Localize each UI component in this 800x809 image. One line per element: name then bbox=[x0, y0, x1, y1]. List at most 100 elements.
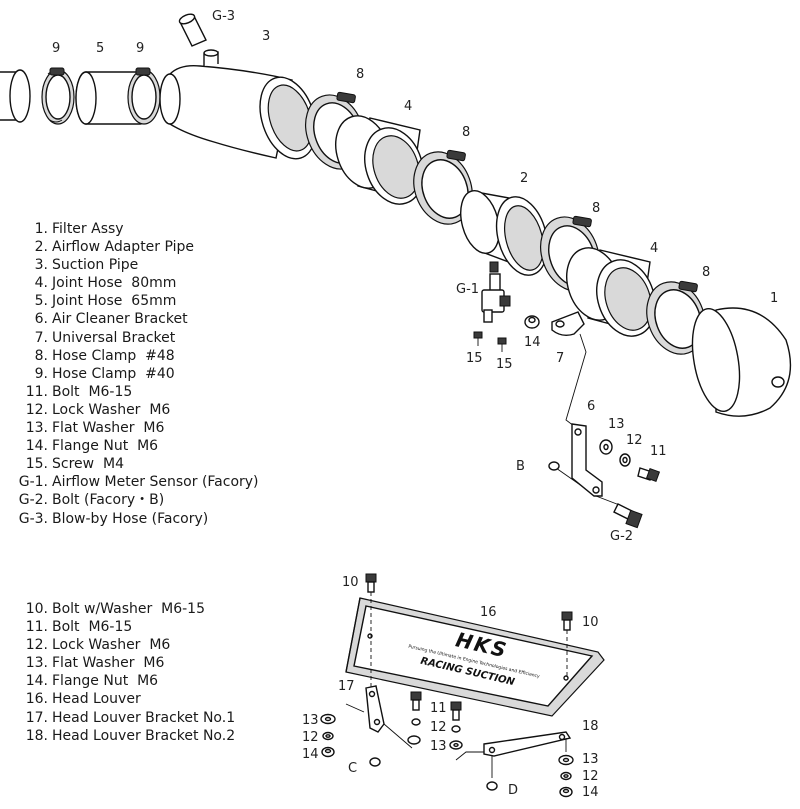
airflow-adapter-pipe bbox=[460, 190, 549, 276]
callout-17: 17 bbox=[338, 679, 355, 694]
part-number: 16. bbox=[25, 691, 48, 708]
part-name: Joint Hose 80mm bbox=[52, 275, 177, 292]
part-number: 6. bbox=[34, 311, 48, 328]
callout-g1: G-1 bbox=[456, 282, 479, 297]
part-name: Bolt w/Washer M6-15 bbox=[52, 601, 205, 617]
callout-14d: 14 bbox=[582, 785, 599, 800]
part-name: Screw M4 bbox=[52, 456, 124, 473]
callout-11: 11 bbox=[650, 444, 667, 459]
part-number: 12. bbox=[25, 637, 48, 654]
parts-list-item: 13.Flat Washer M6 bbox=[0, 654, 235, 672]
callout-14: 14 bbox=[524, 335, 541, 350]
callout-c: C bbox=[348, 761, 357, 776]
part-name: Hose Clamp #48 bbox=[52, 347, 175, 364]
parts-list-item: 7.Universal Bracket bbox=[0, 329, 259, 347]
hole-marker-b bbox=[548, 461, 560, 471]
hose-clamp-40-right bbox=[127, 67, 161, 125]
parts-list-item: 3.Suction Pipe bbox=[0, 256, 259, 274]
parts-list-item: 14.Flange Nut M6 bbox=[0, 437, 259, 455]
parts-list-item: G-3.Blow-by Hose (Facory) bbox=[0, 510, 259, 528]
hose-clamp-48-b bbox=[413, 149, 473, 225]
parts-list-item: 12.Lock Washer M6 bbox=[0, 401, 259, 419]
part-number: 14. bbox=[25, 673, 48, 690]
lock-washer-left bbox=[322, 731, 334, 741]
callout-8c: 8 bbox=[592, 201, 600, 216]
bolt-washer-m6-15-left bbox=[365, 573, 377, 593]
parts-list-item: 1.Filter Assy bbox=[0, 220, 259, 238]
callout-14b: 14 bbox=[302, 747, 319, 762]
parts-list-item: 2.Airflow Adapter Pipe bbox=[0, 238, 259, 256]
part-number: 13. bbox=[25, 420, 48, 437]
suction-pipe bbox=[159, 49, 317, 160]
callout-12b: 12 bbox=[302, 730, 319, 745]
parts-list-item: 11.Bolt M6-15 bbox=[0, 383, 259, 401]
flange-nut-right bbox=[559, 786, 573, 798]
part-name: Head Louver bbox=[52, 691, 141, 708]
part-number: G-1. bbox=[18, 474, 48, 491]
callout-8d: 8 bbox=[702, 265, 710, 280]
parts-list-item: 11.Bolt M6-15 bbox=[0, 618, 235, 636]
callout-11b: 11 bbox=[430, 701, 447, 716]
callout-12: 12 bbox=[626, 433, 643, 448]
callout-5: 5 bbox=[96, 41, 104, 56]
screw-m4-b bbox=[497, 337, 507, 352]
callout-9a: 9 bbox=[52, 41, 60, 56]
bolt-m6-15-top bbox=[637, 467, 661, 483]
callout-2: 2 bbox=[520, 171, 528, 186]
hole-marker-c bbox=[369, 757, 381, 767]
part-name: Flange Nut M6 bbox=[52, 438, 159, 455]
lock-washer-m6-top bbox=[619, 453, 631, 467]
flat-washer-left bbox=[320, 713, 336, 725]
callout-8b: 8 bbox=[462, 125, 470, 140]
part-number: 13. bbox=[25, 655, 48, 672]
lock-washer-center-top bbox=[411, 718, 421, 726]
parts-list-item: 15.Screw M4 bbox=[0, 455, 259, 473]
callout-13b: 13 bbox=[302, 713, 319, 728]
flat-washer-center bbox=[449, 740, 463, 750]
flange-nut-m6-top bbox=[524, 315, 540, 329]
callout-12c: 12 bbox=[430, 720, 447, 735]
part-number: G-3. bbox=[18, 510, 48, 527]
callout-10a: 10 bbox=[342, 575, 359, 590]
part-name: Air Cleaner Bracket bbox=[52, 311, 188, 328]
part-name: Universal Bracket bbox=[52, 329, 176, 346]
part-name: Lock Washer M6 bbox=[52, 401, 171, 418]
part-number: 4. bbox=[34, 275, 48, 292]
bolt-washer-m6-15-right bbox=[561, 611, 573, 631]
factory-bolt-g2 bbox=[613, 503, 643, 529]
airflow-meter-sensor bbox=[481, 273, 511, 323]
parts-list-item: 12.Lock Washer M6 bbox=[0, 636, 235, 654]
callout-4a: 4 bbox=[404, 99, 412, 114]
part-name: Airflow Meter Sensor (Facory) bbox=[52, 474, 259, 491]
callout-8a: 8 bbox=[356, 67, 364, 82]
part-number: 3. bbox=[34, 257, 48, 274]
part-name: Lock Washer M6 bbox=[52, 637, 171, 654]
part-name: Flat Washer M6 bbox=[52, 655, 165, 672]
flange-nut-left bbox=[321, 746, 335, 758]
callout-1: 1 bbox=[770, 291, 778, 306]
head-louver-bracket-1 bbox=[365, 685, 385, 733]
head-louver-bracket-2 bbox=[483, 731, 572, 757]
flat-washer-right bbox=[558, 754, 574, 766]
screw-m4-a bbox=[473, 331, 483, 346]
parts-list-item: 16.Head Louver bbox=[0, 690, 235, 708]
part-number: G-2. bbox=[18, 492, 48, 509]
part-number: 15. bbox=[25, 456, 48, 473]
parts-list-item: 8.Hose Clamp #48 bbox=[0, 347, 259, 365]
callout-3: 3 bbox=[262, 29, 270, 44]
parts-list-item: 17.Head Louver Bracket No.1 bbox=[0, 709, 235, 727]
callout-18: 18 bbox=[582, 719, 599, 734]
bolt-m6-15-center bbox=[450, 701, 462, 721]
callout-b: B bbox=[516, 459, 525, 474]
callout-16: 16 bbox=[480, 605, 497, 620]
filter-assy bbox=[691, 307, 792, 417]
parts-list-item: 18.Head Louver Bracket No.2 bbox=[0, 727, 235, 745]
part-name: Bolt (Facory・B) bbox=[52, 492, 165, 509]
head-louver bbox=[345, 597, 605, 717]
part-name: Bolt M6-15 bbox=[52, 619, 133, 636]
parts-list-item: 5.Joint Hose 65mm bbox=[0, 292, 259, 310]
part-name: Airflow Adapter Pipe bbox=[52, 239, 195, 256]
part-name: Head Louver Bracket No.2 bbox=[52, 727, 236, 744]
